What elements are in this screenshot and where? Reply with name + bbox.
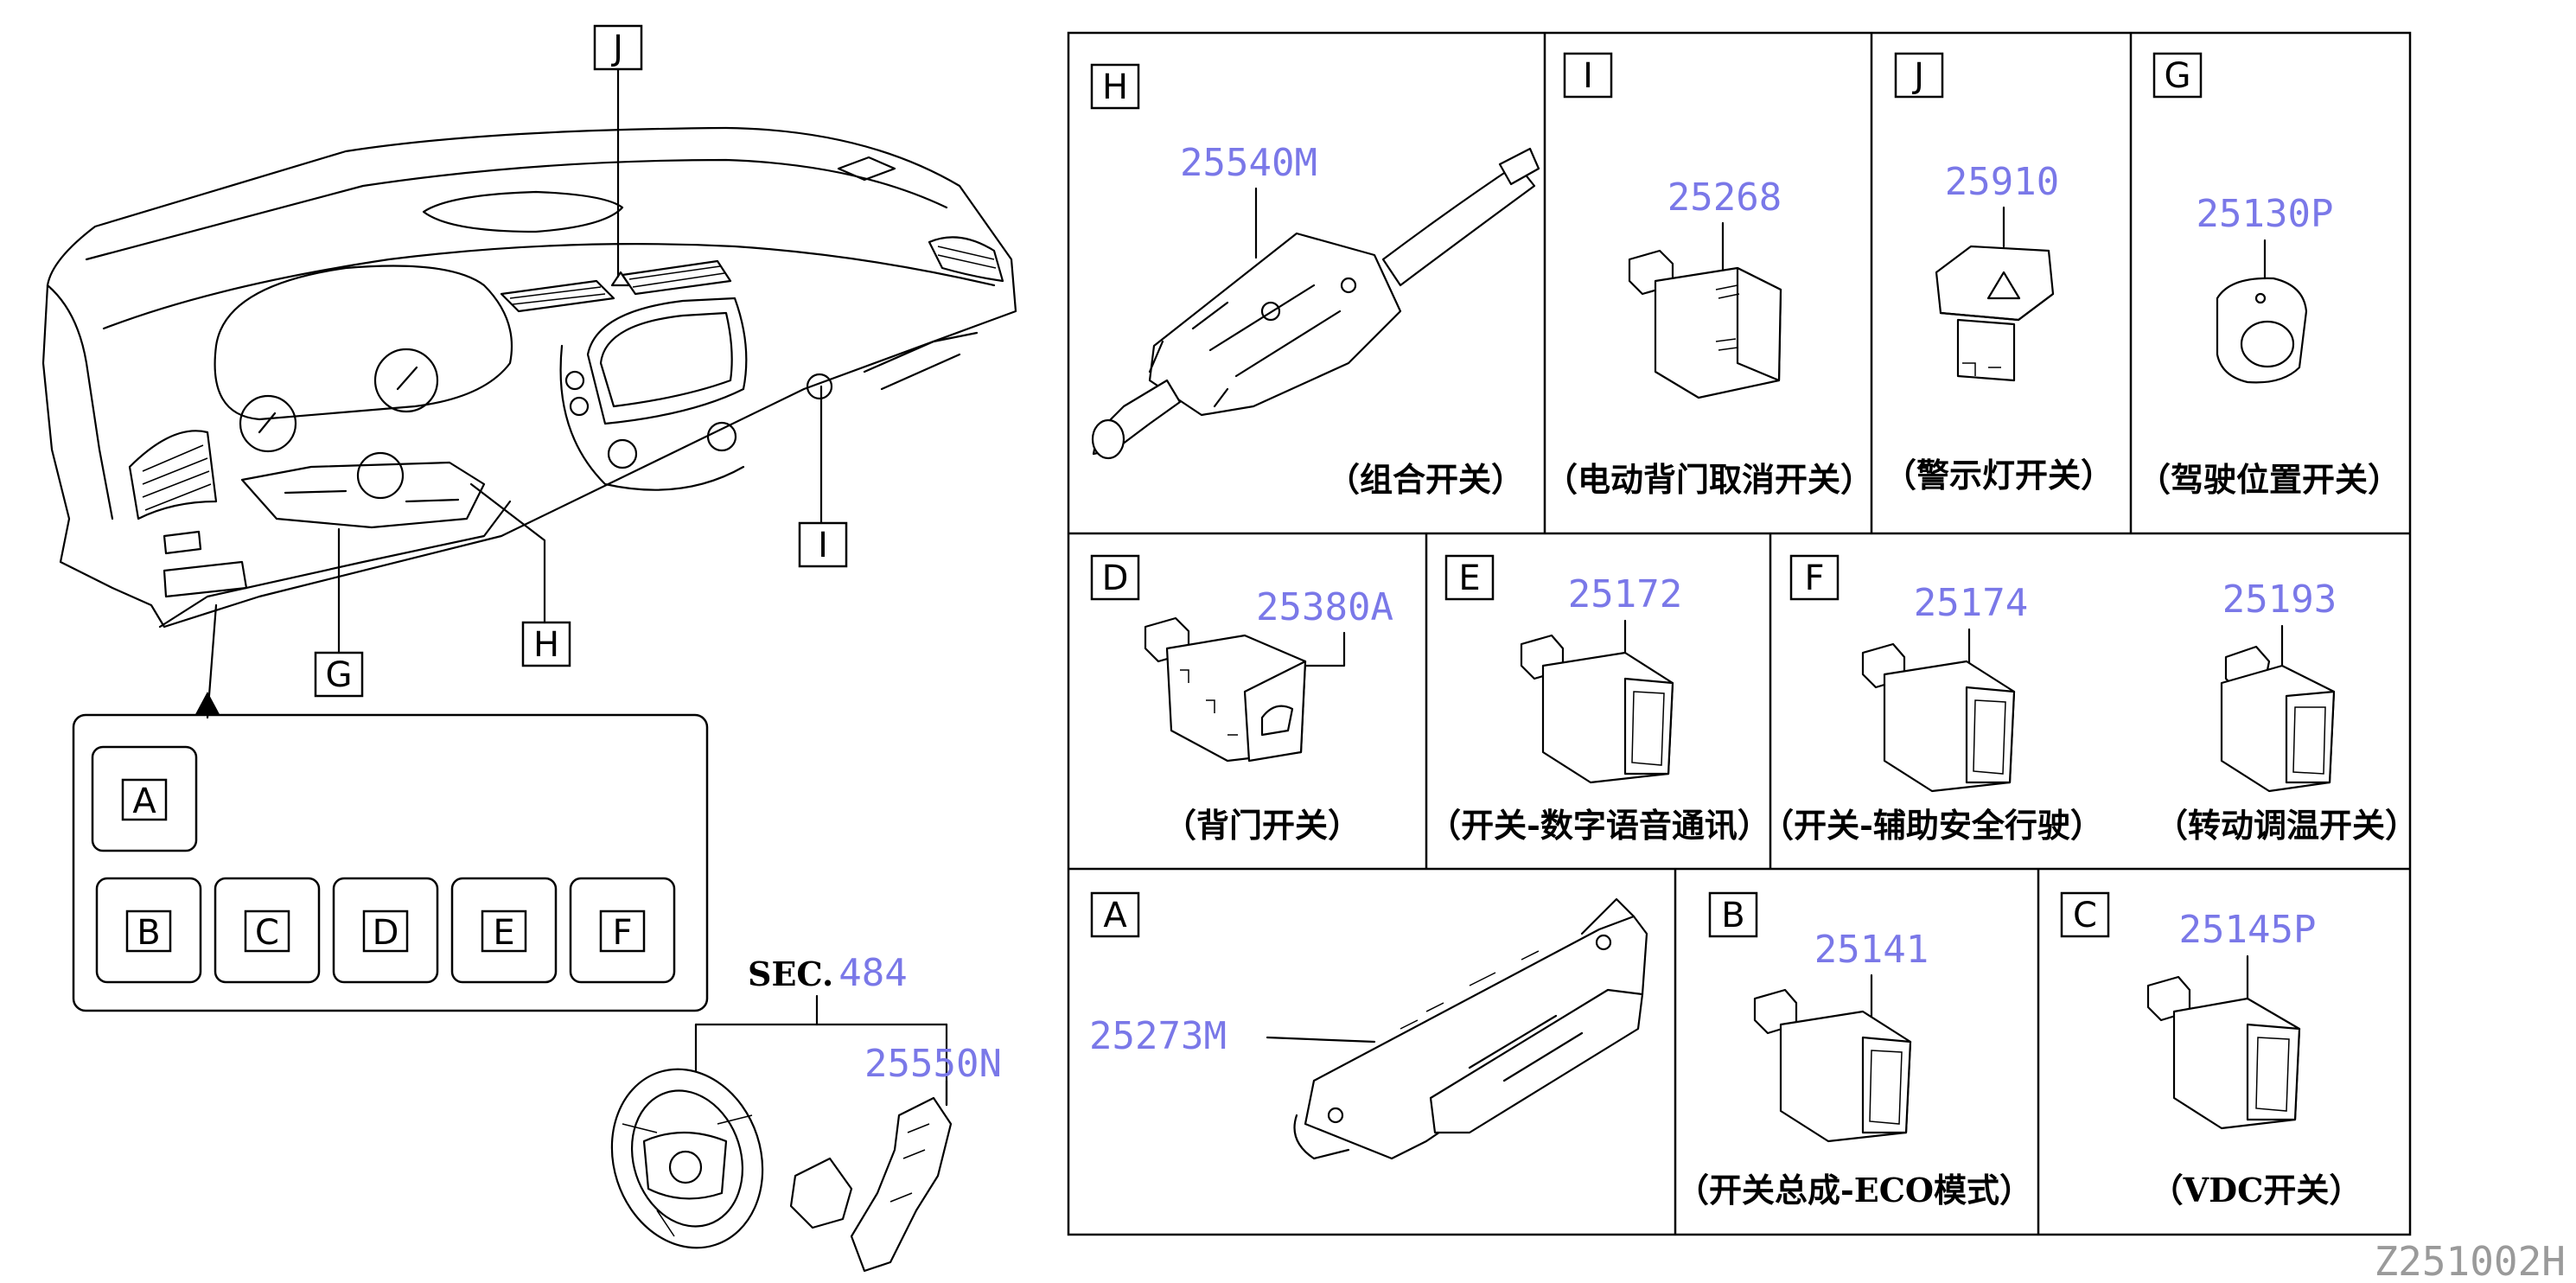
diagram-code: Z251002H: [2374, 1238, 2566, 1283]
cell-j: J 25910 （警示灯开关）: [1884, 52, 2114, 495]
svg-text:I: I: [1583, 56, 1593, 96]
svg-text:D: D: [1102, 559, 1129, 598]
cell-a: A 25273M: [1089, 891, 1648, 1160]
part-25193: 25193: [2222, 578, 2337, 622]
cell-b: B 25141 （开关总成-ECO模式）: [1676, 891, 2032, 1210]
cell-d: D 25380A （背门开关）: [1090, 554, 1393, 845]
label-driving-position-switch: （驾驶位置开关）: [2138, 460, 2401, 499]
legend-e: E: [493, 913, 514, 953]
cell-e: E 25172 （开关-数字语音通讯）: [1428, 554, 1770, 845]
cell-i: I 25268 （电动背门取消开关）: [1545, 52, 1873, 499]
label-rotary-temp-switch: （转动调温开关）: [2155, 806, 2418, 845]
part-25550n: 25550N: [864, 1042, 1002, 1086]
label-hazard-switch: （警示灯开关）: [1884, 456, 2114, 495]
cell-f: F 25174 （开关-辅助安全行驶） 25193 （转动调温开关）: [1761, 554, 2418, 845]
part-25268: 25268: [1667, 176, 1782, 220]
steering-wheel-section: SEC.484 25550N: [610, 951, 1002, 1273]
part-25172: 25172: [1568, 572, 1682, 616]
svg-text:G: G: [2165, 56, 2191, 96]
overview-callouts: J I G H: [194, 24, 848, 719]
label-combination-switch: （组合开关）: [1327, 460, 1524, 499]
svg-text:E: E: [1458, 559, 1480, 598]
svg-text:B: B: [1721, 896, 1744, 935]
callout-i: I: [818, 526, 828, 565]
part-25910: 25910: [1945, 160, 2059, 204]
svg-text:J: J: [1911, 56, 1924, 96]
parts-grid: [1067, 31, 2412, 1236]
cell-c: C 25145P （VDC开关）: [2060, 891, 2362, 1210]
part-25174: 25174: [1914, 581, 2028, 625]
legend-a: A: [132, 782, 156, 821]
svg-text:C: C: [2073, 896, 2097, 935]
label-vdc-switch: （VDC开关）: [2151, 1171, 2362, 1210]
legend-f: F: [612, 913, 632, 953]
svg-text:H: H: [1102, 67, 1128, 107]
callout-h: H: [533, 625, 559, 665]
sec-reference: SEC.484: [748, 951, 908, 995]
part-25273m: 25273M: [1089, 1014, 1227, 1058]
svg-text:A: A: [1103, 896, 1127, 935]
legend-b: B: [137, 913, 160, 953]
label-tailgate-switch: （背门开关）: [1164, 806, 1361, 845]
switch-location-legend: A B C D E F: [72, 713, 709, 1012]
callout-j: J: [610, 29, 623, 68]
cell-h: H 25540M （组合开关）: [1090, 63, 1540, 499]
legend-d: D: [373, 913, 399, 953]
dashboard-overview: [41, 126, 1017, 629]
svg-text:F: F: [1804, 559, 1824, 598]
label-eco-mode-switch: （开关总成-ECO模式）: [1676, 1171, 2032, 1210]
label-driver-assist-switch: （开关-辅助安全行驶）: [1761, 806, 2103, 845]
label-digital-voice-switch: （开关-数字语音通讯）: [1428, 806, 1770, 845]
part-25141: 25141: [1814, 928, 1929, 972]
part-25380a: 25380A: [1256, 585, 1393, 629]
label-power-tailgate-cancel-switch: （电动背门取消开关）: [1545, 460, 1873, 499]
cell-g: G 25130P （驾驶位置开关）: [2138, 52, 2401, 499]
legend-c: C: [255, 913, 279, 953]
callout-g: G: [326, 655, 353, 695]
part-25540m: 25540M: [1180, 141, 1317, 185]
part-25145p: 25145P: [2179, 908, 2317, 952]
part-25130p: 25130P: [2197, 192, 2334, 236]
